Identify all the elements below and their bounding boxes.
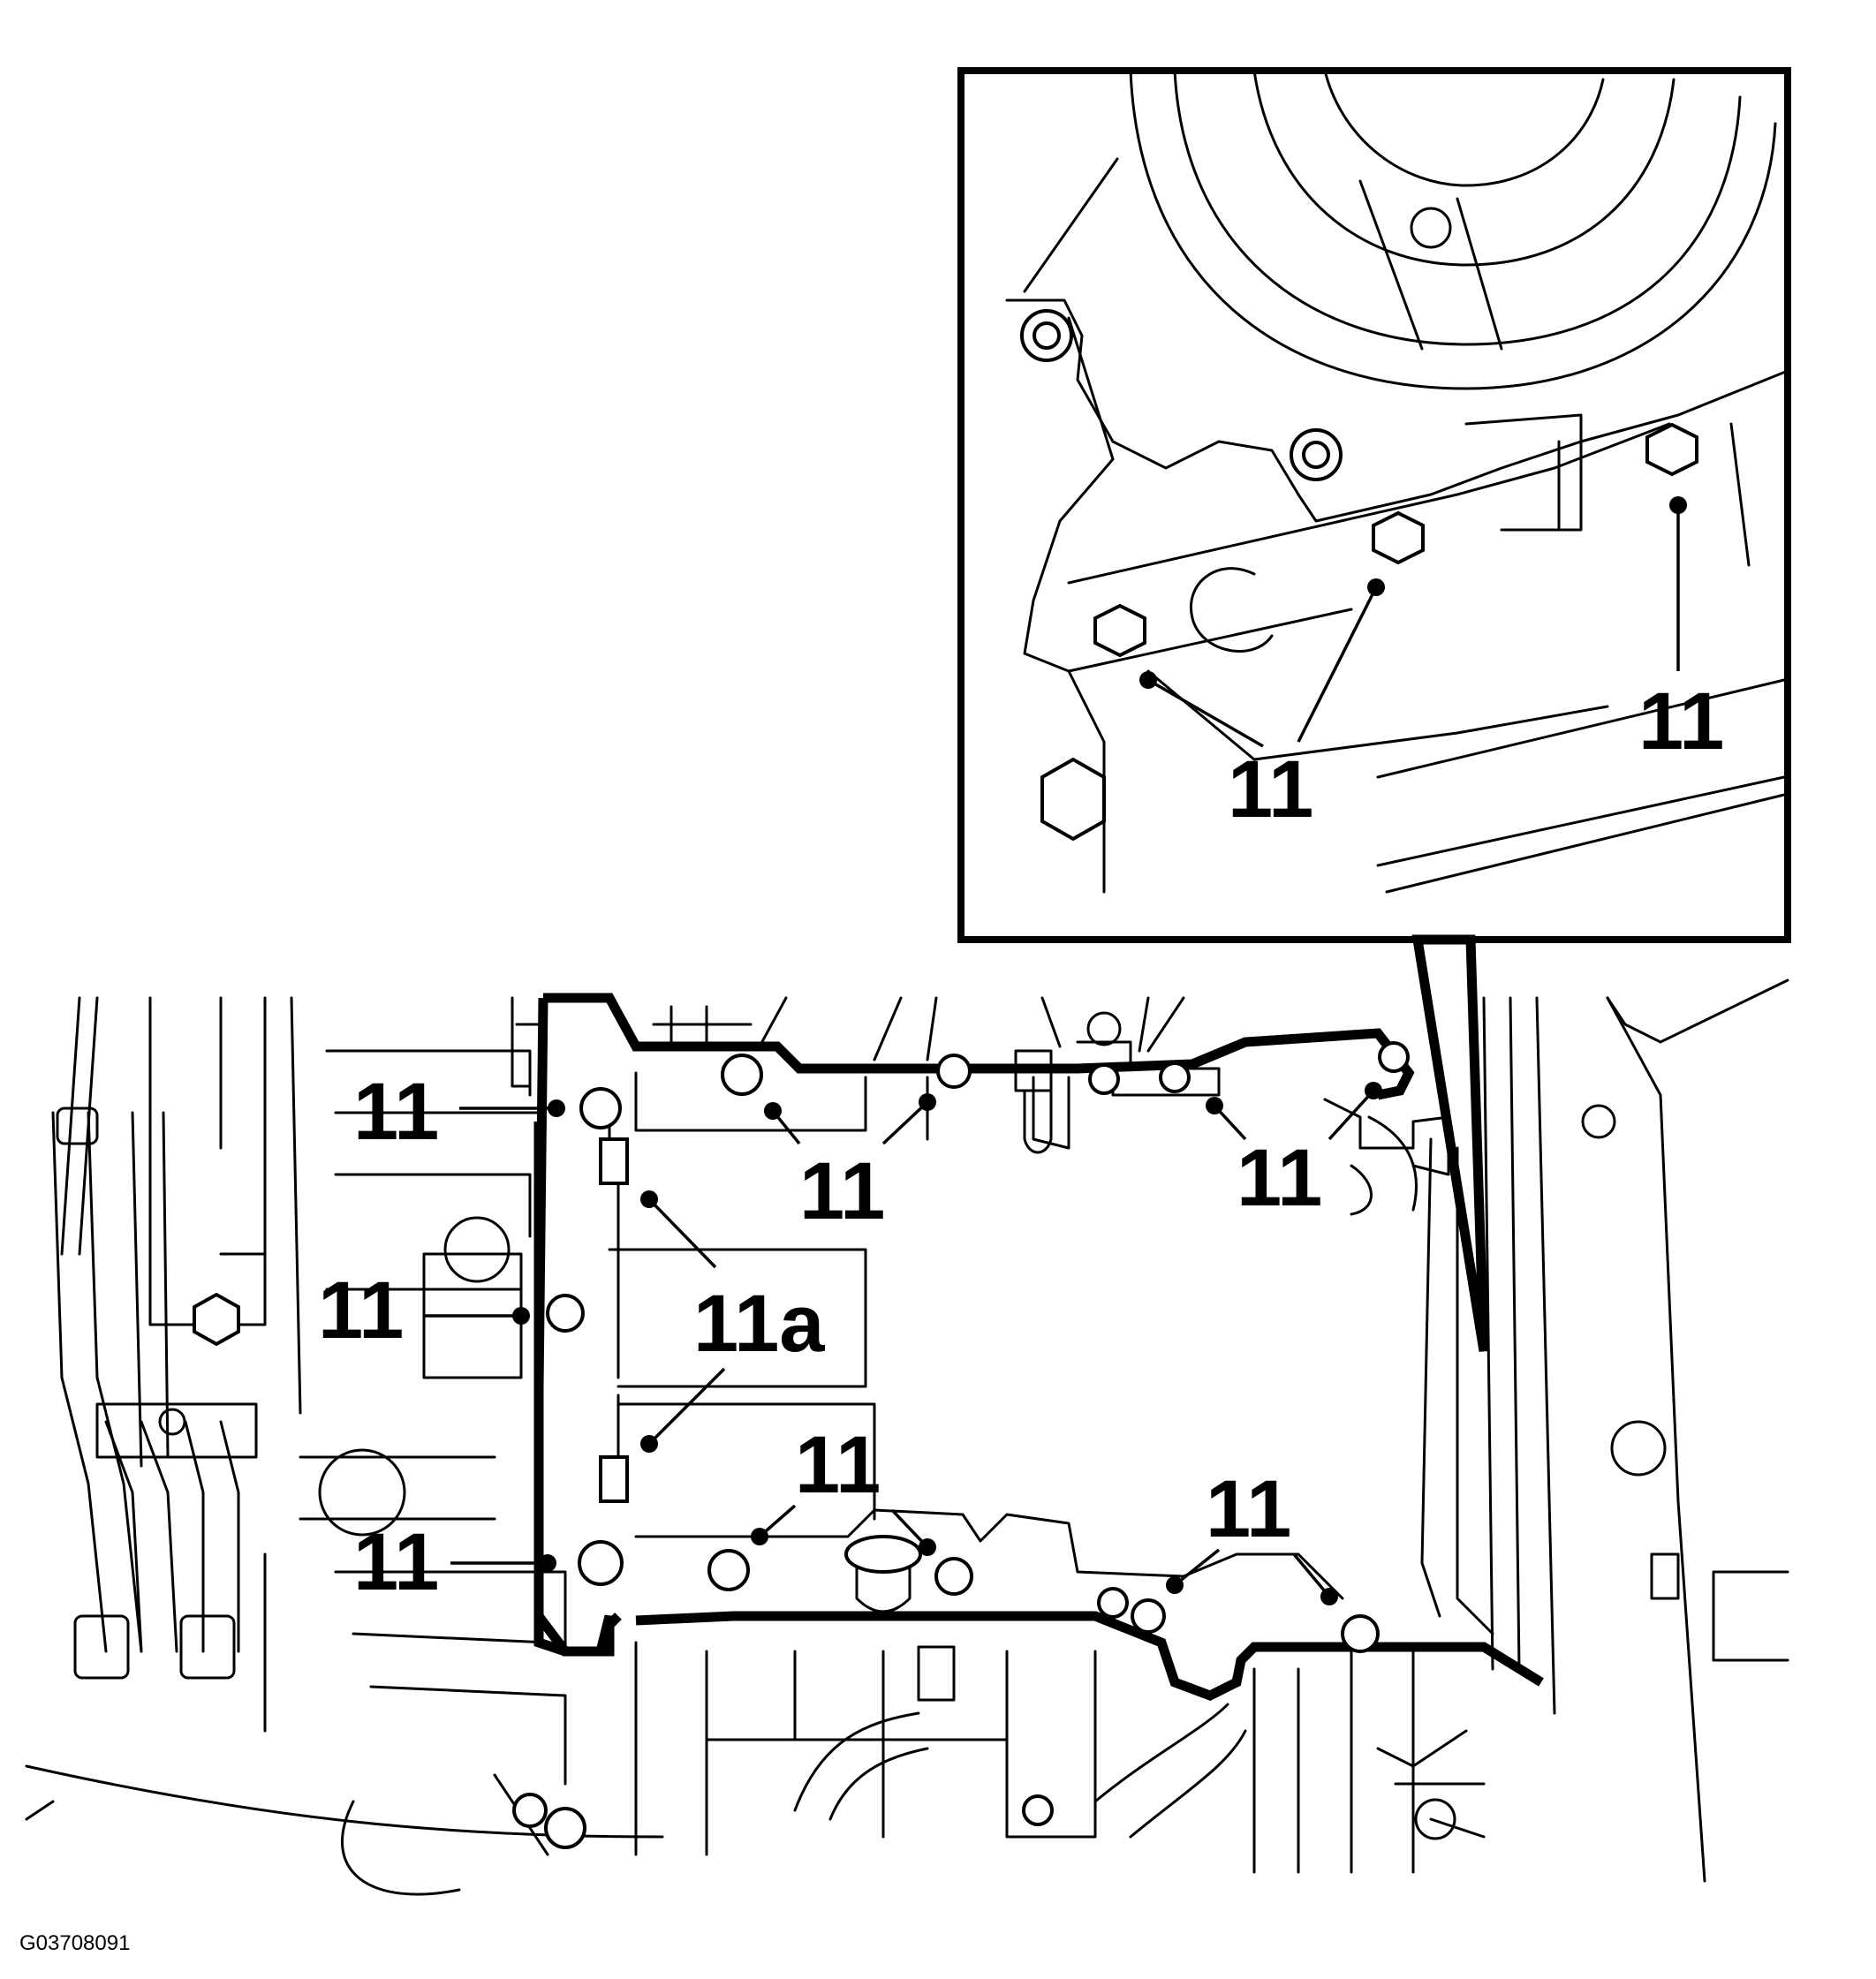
inset-frame [957, 67, 1791, 943]
callout-label: 11 [318, 1265, 404, 1356]
callout-label: 11 [1228, 744, 1313, 835]
pan-bolt [1088, 1063, 1120, 1095]
pan-bolt [1097, 1587, 1129, 1619]
sensor-connector [917, 1645, 956, 1702]
drain-plug [844, 1535, 922, 1613]
pan-bracket [599, 1455, 629, 1503]
inset-flange-bolt-2 [1372, 510, 1425, 565]
inset-flange-bolt-3 [1645, 422, 1698, 477]
oil-pan-bolts [546, 1041, 1410, 1653]
timing-cover [1005, 157, 1789, 523]
callout-label: 11 [1206, 1464, 1291, 1554]
pan-bolt [546, 1294, 585, 1333]
callout-label: 11 [799, 1146, 885, 1236]
pan-bolt [721, 1054, 763, 1096]
callout-label: 11 [1638, 676, 1724, 767]
pan-bolt [1159, 1061, 1191, 1093]
pan-bolt [936, 1054, 972, 1089]
lower-bolt [1022, 1794, 1054, 1826]
callout-label: 11 [353, 1517, 439, 1607]
pan-bolt [1378, 1041, 1410, 1073]
right-boss [1414, 1798, 1456, 1840]
left-bolt-1 [193, 1292, 240, 1347]
main-view: 11 11 11a 11 11 11 11 11 11 [25, 978, 1789, 1896]
callout-label: 11 [795, 1420, 881, 1510]
detail-inset: 11 11 [957, 67, 1791, 1352]
inset-bolts [1020, 309, 1698, 842]
pan-bracket [599, 1137, 629, 1185]
leader-lines [424, 1089, 1375, 1598]
inset-pointer [1411, 934, 1489, 1352]
lower-bolt [544, 1807, 586, 1849]
callout-label: 11a [693, 1279, 825, 1369]
pan-bolt [707, 1549, 750, 1591]
callout-label: 11 [1237, 1133, 1322, 1223]
oil-pan-outline [533, 993, 1544, 1701]
inset-flange-bolt-1 [1093, 603, 1146, 658]
pan-bolt [579, 1087, 622, 1129]
pan-bolt [578, 1540, 624, 1586]
coolant-hoses [51, 996, 258, 1680]
inset-bolt-lower [1040, 757, 1106, 842]
pan-bolt [1341, 1614, 1380, 1653]
figure-id: G03708091 [19, 1931, 130, 1955]
pan-bolt [1131, 1598, 1166, 1634]
lower-bolt [512, 1793, 548, 1828]
left-boss-1 [443, 1216, 511, 1283]
left-boss-2 [318, 1448, 406, 1537]
pulley [1129, 69, 1777, 390]
pan-bolt [934, 1557, 973, 1596]
callout-label: 11 [353, 1067, 439, 1157]
